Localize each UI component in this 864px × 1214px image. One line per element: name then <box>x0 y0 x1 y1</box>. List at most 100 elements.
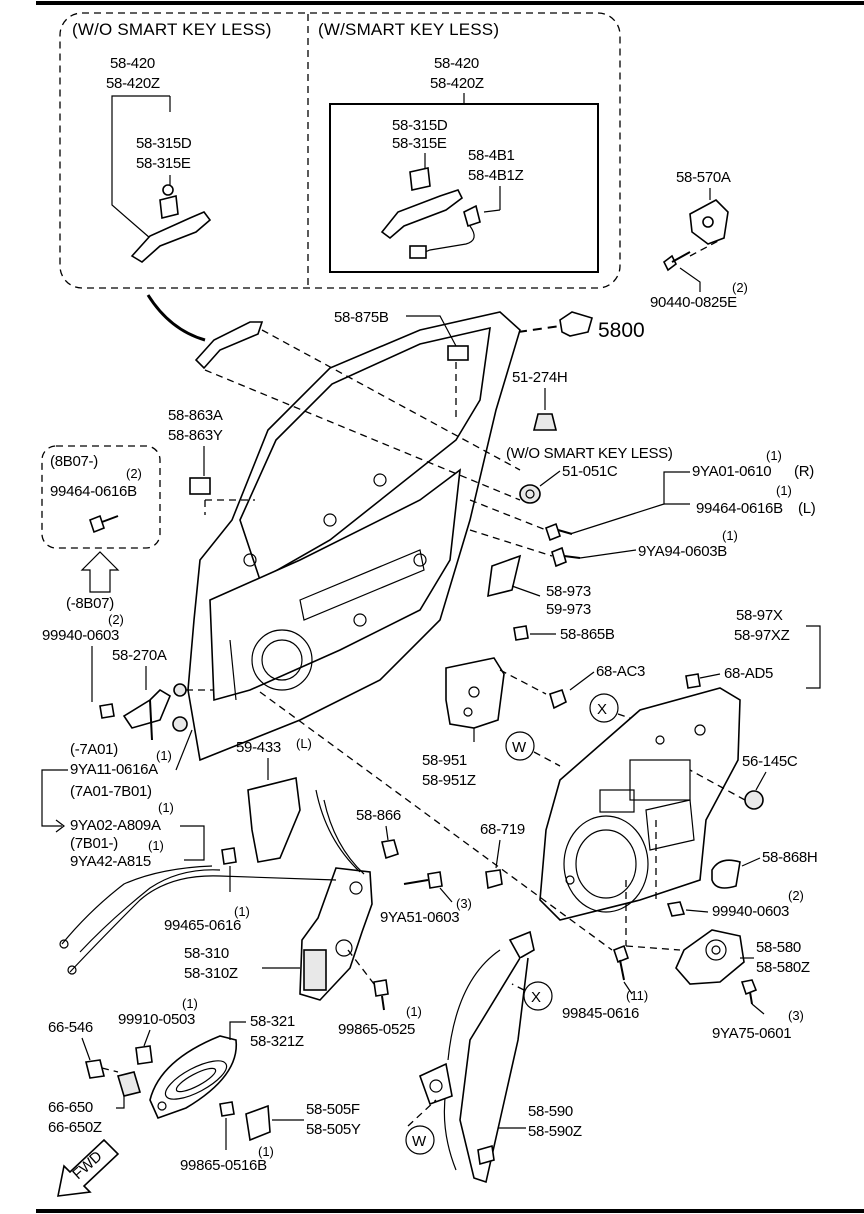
window-regulator-58-590-icon <box>419 930 535 1184</box>
ref-5800-leader <box>517 325 561 333</box>
label-68-719: 68-719 <box>480 821 525 838</box>
label-58-315e-wo: 58-315E <box>136 155 191 172</box>
bolt-99464-a-icon <box>89 514 119 534</box>
striker-bracket-icon <box>689 199 729 245</box>
marker-w-bottom <box>405 1125 435 1155</box>
label-99845-0616: 99845-0616 <box>562 1005 639 1022</box>
side-r: (R) <box>794 463 814 480</box>
label-58-866: 58-866 <box>356 807 401 824</box>
label-66-546: 66-546 <box>48 1019 93 1036</box>
label-59-433: 59-433 <box>236 739 281 756</box>
supersede-arrow-icon <box>80 551 120 593</box>
marker-x-bottom-label: X <box>531 989 541 1006</box>
bolt-90440-icon <box>662 251 691 272</box>
window-motor-58-580-icon <box>675 929 745 985</box>
label-9ya94-0603b: 9YA94-0603B <box>638 543 727 560</box>
label-58-97x: 58-97X <box>736 607 783 624</box>
label-51-274h: 51-274H <box>512 369 567 386</box>
label-9ya42-a815: 9YA42-A815 <box>70 853 151 870</box>
qty-9ya42: (1) <box>148 838 164 853</box>
label-58-863y: 58-863Y <box>168 427 223 444</box>
pad-58-875b-icon <box>447 345 469 361</box>
label-7b01: (7B01-) <box>70 835 118 852</box>
inner-panel-58-97x <box>539 687 741 921</box>
label-66-650z: 66-650Z <box>48 1119 102 1136</box>
label-58-951z: 58-951Z <box>422 772 476 789</box>
label-9ya02-a809a: 9YA02-A809A <box>70 817 161 834</box>
label-99940-0603-b: 99940-0603 <box>712 903 789 920</box>
smart-key-variant-box <box>59 12 621 289</box>
bolt-56-145c-icon <box>744 790 764 810</box>
pad-58-863a-icon <box>189 477 211 495</box>
clip-68-ac3-icon <box>549 688 567 710</box>
label-58-420-w: 58-420 <box>434 55 479 72</box>
marker-w-mid-label: W <box>512 739 527 756</box>
bolt-9ya75-icon <box>740 979 758 1005</box>
screw-99865-b-icon <box>219 1101 235 1117</box>
reference-hand-icon <box>559 311 593 337</box>
label-58-420z-wo: 58-420Z <box>106 75 160 92</box>
door-frame <box>187 311 521 762</box>
qty-9ya02: (1) <box>158 800 174 815</box>
side-l: (L) <box>798 500 816 517</box>
label-58-4b1: 58-4B1 <box>468 147 515 164</box>
marker-x-top-label: X <box>597 701 607 718</box>
label-58-580: 58-580 <box>756 939 801 956</box>
label-99464-0616b-r: 99464-0616B <box>696 500 783 517</box>
clip-68-719-icon <box>485 869 503 890</box>
8b07-box <box>41 445 161 549</box>
label-56-145c: 56-145C <box>742 753 798 770</box>
bracket-58-951-icon <box>445 657 505 729</box>
marker-w-mid <box>505 731 535 761</box>
label-51-051c: 51-051C <box>562 463 618 480</box>
label-99465-0616: 99465-0616 <box>164 917 241 934</box>
label-58-97xz: 58-97XZ <box>734 627 790 644</box>
qty-99865-b: (1) <box>258 1144 274 1159</box>
label-58-321z: 58-321Z <box>250 1033 304 1050</box>
label-58-420-wo: 58-420 <box>110 55 155 72</box>
qty-99464-b: (1) <box>776 483 792 498</box>
label-9ya51-0603: 9YA51-0603 <box>380 909 459 926</box>
label-58-865b: 58-865B <box>560 626 615 643</box>
label-68-ac3: 68-AC3 <box>596 663 645 680</box>
nut-99940-a-icon <box>99 703 115 719</box>
label-66-650: 66-650 <box>48 1099 93 1116</box>
label-58-590: 58-590 <box>528 1103 573 1120</box>
label-58-973: 58-973 <box>546 583 591 600</box>
qty-99910: (1) <box>182 996 198 1011</box>
label-58-310z: 58-310Z <box>184 965 238 982</box>
side-l-59-433: (L) <box>296 736 312 751</box>
screw-99910-icon <box>135 1045 153 1065</box>
label-9ya11-0616a: 9YA11-0616A <box>70 761 158 778</box>
cap-58-868h-icon <box>711 859 741 889</box>
label-7a01-7b01: (7A01-7B01) <box>70 783 152 800</box>
qty-9ya01: (1) <box>766 448 782 463</box>
label-99910-0503: 99910-0503 <box>118 1011 195 1028</box>
bolt-9ya51-icon <box>403 871 443 889</box>
label-58-315d-w: 58-315D <box>392 117 448 134</box>
label-99940-0603-a: 99940-0603 <box>42 627 119 644</box>
label-58-315e-w: 58-315E <box>392 135 447 152</box>
marker-w-bottom-label: W <box>412 1133 427 1150</box>
qty-99940-a: (2) <box>108 612 124 627</box>
label-58-863a: 58-863A <box>168 407 223 424</box>
label-58-570a: 58-570A <box>676 169 731 186</box>
smart-key-inner-box <box>329 103 599 273</box>
label-58-951: 58-951 <box>422 752 467 769</box>
door-handle-w-icon <box>380 167 481 259</box>
label-58-270a: 58-270A <box>112 647 167 664</box>
qty-99865-a: (1) <box>406 1004 422 1019</box>
label-58-310: 58-310 <box>184 945 229 962</box>
switch-66-650-icon <box>116 1071 142 1097</box>
label-58-321: 58-321 <box>250 1013 295 1030</box>
inner-handle-58-321-icon <box>149 1035 238 1120</box>
label-58-505y: 58-505Y <box>306 1121 361 1138</box>
clip-58-866-icon <box>381 839 399 860</box>
label-99865-0516b: 99865-0516B <box>180 1157 267 1174</box>
outer-handle-on-door-icon <box>194 321 264 370</box>
grommet-51-051c-icon <box>519 484 541 504</box>
hinge-58-270a-icon <box>122 683 188 741</box>
marker-x-bottom <box>523 981 553 1011</box>
bolt-9ya01-icon <box>545 522 573 542</box>
plug-51-274h-icon <box>532 413 558 431</box>
